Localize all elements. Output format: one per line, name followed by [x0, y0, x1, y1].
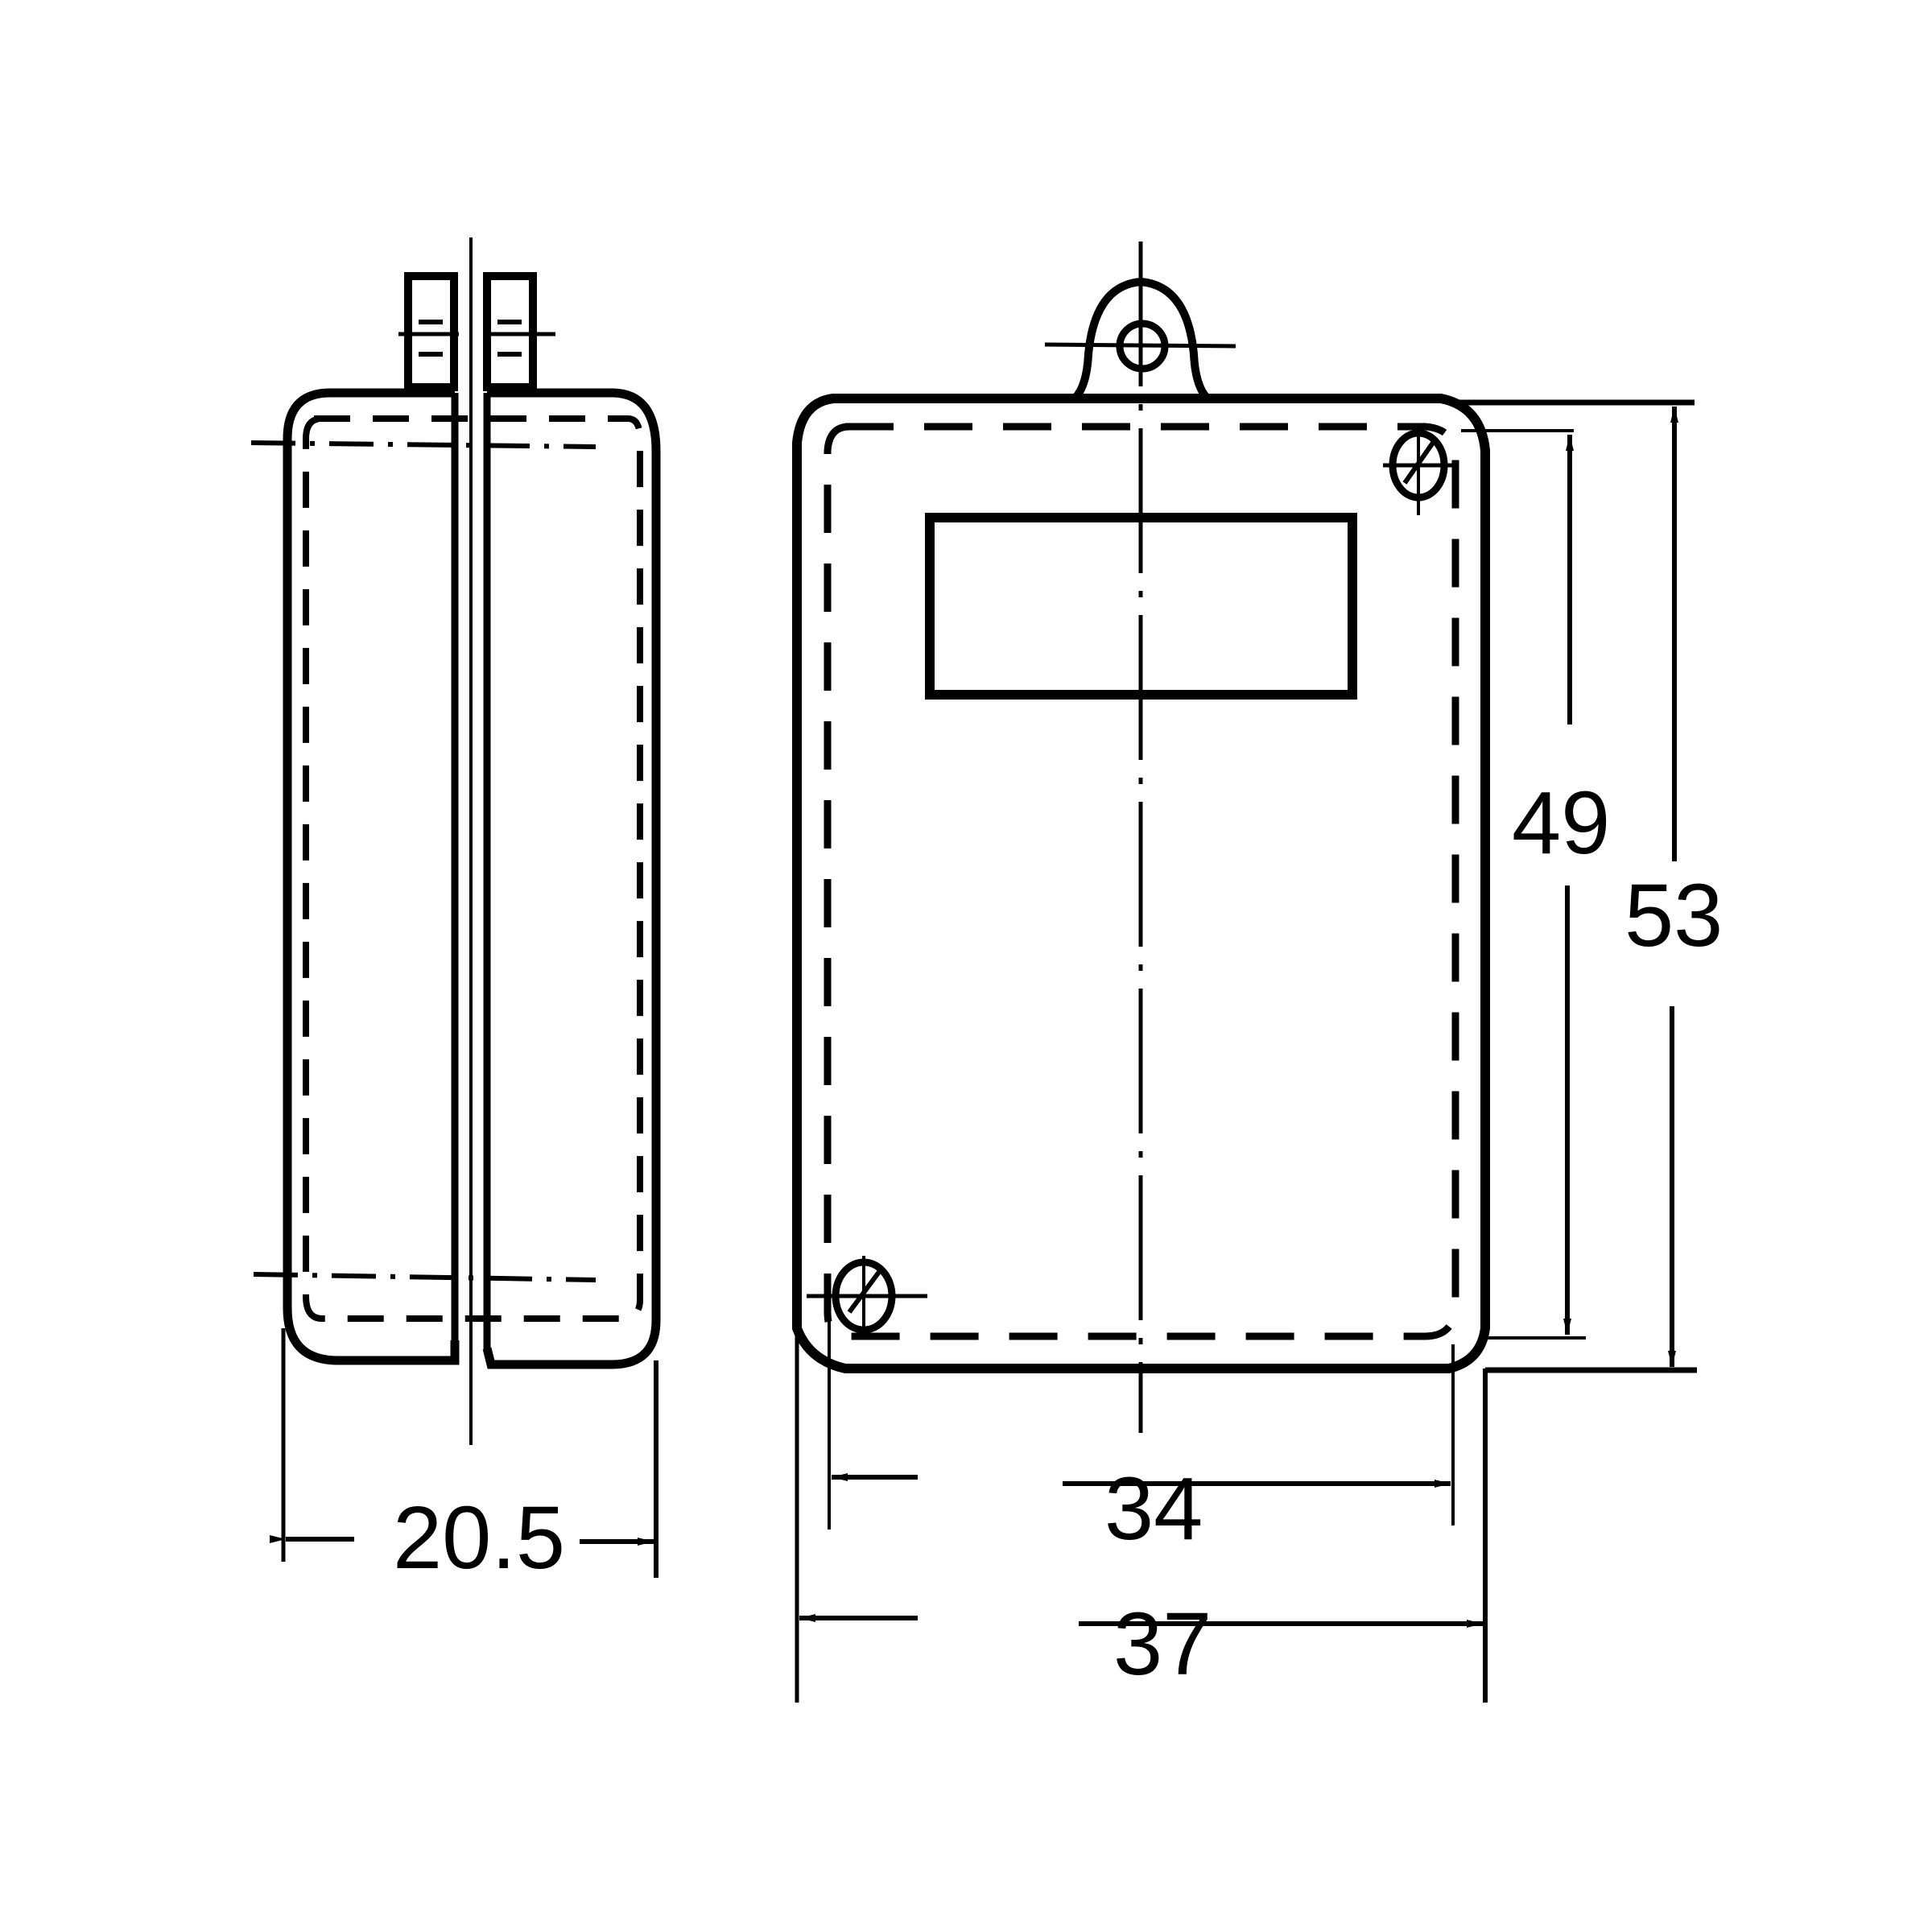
dimension-label-inner-width: 34 — [1104, 1459, 1203, 1558]
dimension-side-width — [270, 1328, 658, 1578]
dimension-inner-height — [1461, 429, 1586, 1340]
front-body-outer — [792, 394, 1490, 1373]
mounting-tab — [1071, 277, 1211, 402]
side-center-line-top — [250, 440, 597, 449]
label-window — [925, 513, 1357, 700]
front-view — [792, 242, 1490, 1433]
dimension-label-inner-height: 49 — [1512, 774, 1610, 873]
dimension-label-outer-height: 53 — [1624, 866, 1723, 965]
front-inner-dashed — [824, 423, 1459, 1340]
side-center-line-bottom — [253, 1272, 597, 1282]
dimension-outer-height — [1449, 399, 1697, 1373]
dimension-outer-width — [795, 1328, 1488, 1703]
screw-hole-bottom-left — [807, 1256, 927, 1334]
side-body-right — [482, 388, 661, 1369]
dimension-label-side-width: 20.5 — [393, 1488, 565, 1587]
terminal-pin-right — [483, 272, 555, 391]
side-view — [250, 237, 661, 1445]
dimension-inner-width — [828, 1320, 1455, 1530]
screw-hole-top-right — [1383, 427, 1457, 515]
dimension-label-outer-width: 37 — [1113, 1595, 1212, 1694]
side-inner-dashed — [303, 415, 643, 1322]
terminal-pin-left — [398, 272, 459, 391]
side-body-left — [283, 388, 460, 1365]
